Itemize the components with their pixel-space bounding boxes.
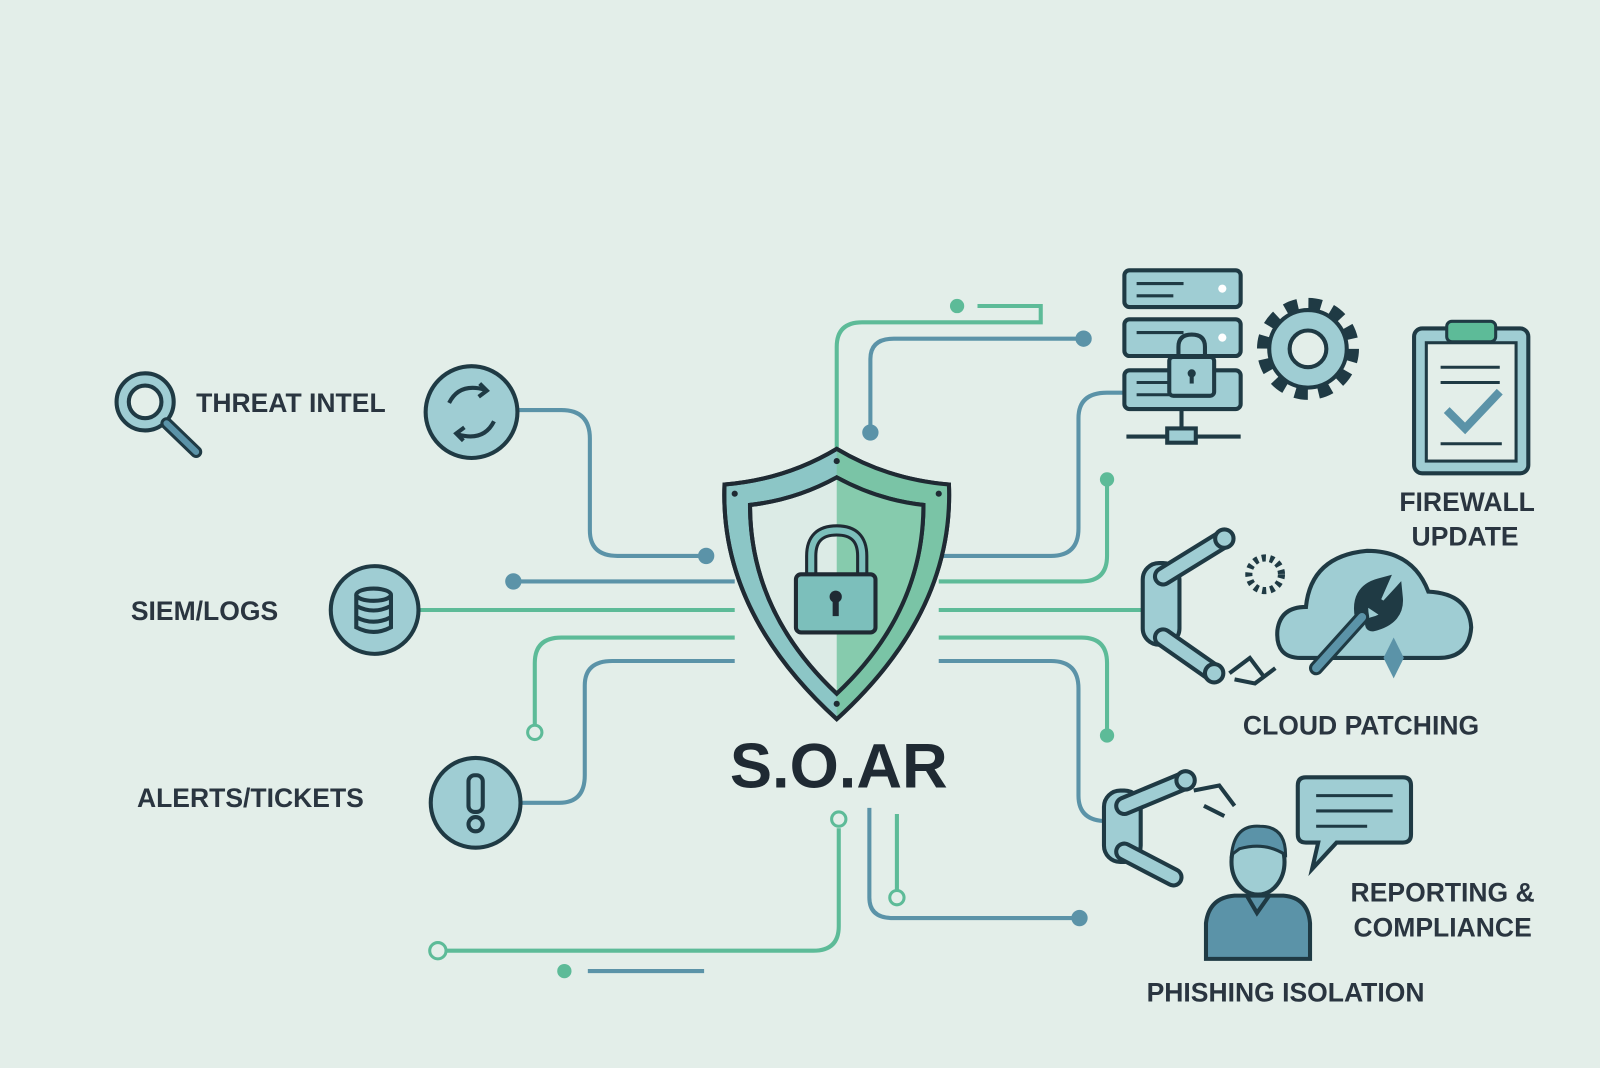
robot-arm-icon <box>1140 527 1286 686</box>
firewall-update-label-line2: UPDATE <box>1412 522 1519 552</box>
clipboard-check-icon <box>1412 319 1531 476</box>
alerts-tickets-label: ALERTS/TICKETS <box>137 783 364 813</box>
robot-arm-icon-2 <box>1101 769 1237 888</box>
siem-logs-label: SIEM/LOGS <box>131 596 278 626</box>
connector-lines <box>418 298 1143 979</box>
threat-intel-label: THREAT INTEL <box>196 388 386 418</box>
chat-bubble-icon <box>1295 775 1414 877</box>
reporting-label-line2: COMPLIANCE <box>1354 912 1532 942</box>
alert-icon <box>428 755 523 850</box>
gear-icon <box>1256 297 1359 400</box>
magnifier-icon <box>114 371 203 459</box>
database-icon <box>328 564 421 656</box>
cloud-wrench-icon <box>1275 548 1474 679</box>
sync-icon <box>423 364 520 461</box>
cloud-patching-label: CLOUD PATCHING <box>1243 710 1479 740</box>
reporting-label-line1: REPORTING & <box>1351 878 1535 908</box>
shield-lock-icon <box>722 446 952 722</box>
phishing-isolation-label: PHISHING ISOLATION <box>1147 978 1425 1008</box>
soar-title: S.O.AR <box>730 731 948 801</box>
firewall-update-label-line1: FIREWALL <box>1399 487 1535 517</box>
user-avatar-icon <box>1203 824 1313 961</box>
server-lock-icon <box>1122 268 1243 445</box>
